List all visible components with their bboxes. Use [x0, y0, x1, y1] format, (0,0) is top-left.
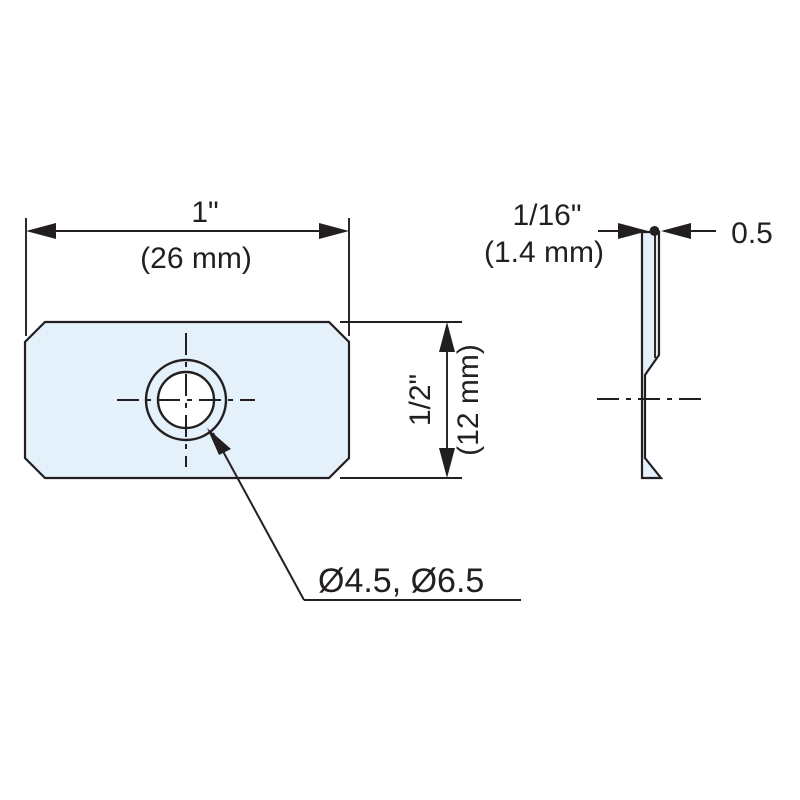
hole-callout-text: Ø4.5, Ø6.5	[318, 562, 484, 600]
width-dimension-primary: 1"	[191, 196, 218, 229]
width-arrow-right	[319, 223, 349, 239]
side-profile-outline	[640, 230, 664, 480]
thickness-dimension-dot	[649, 226, 660, 236]
side-view-group: 1/16" (1.4 mm) 0.5	[484, 199, 773, 480]
chamfer-dimension-text: 0.5	[731, 217, 773, 250]
height-arrow-bottom	[439, 448, 455, 478]
thickness-dimension-primary: 1/16"	[512, 199, 581, 232]
hole-callout-leader-line	[212, 432, 305, 601]
thickness-arrow-left	[618, 223, 648, 239]
height-dimension-primary: 1/2"	[404, 374, 437, 426]
front-view-group: 1" (26 mm) 1/2" (12 mm) Ø4.5, Ø6.5	[23, 196, 521, 601]
thickness-arrow-right	[661, 223, 691, 239]
thickness-dimension-secondary: (1.4 mm)	[484, 236, 604, 269]
width-arrow-left	[26, 223, 56, 239]
hole-callout-arrow	[207, 428, 231, 455]
height-arrow-top	[439, 322, 455, 352]
width-dimension-secondary: (26 mm)	[140, 242, 252, 275]
height-dimension-secondary: (12 mm)	[452, 344, 485, 456]
